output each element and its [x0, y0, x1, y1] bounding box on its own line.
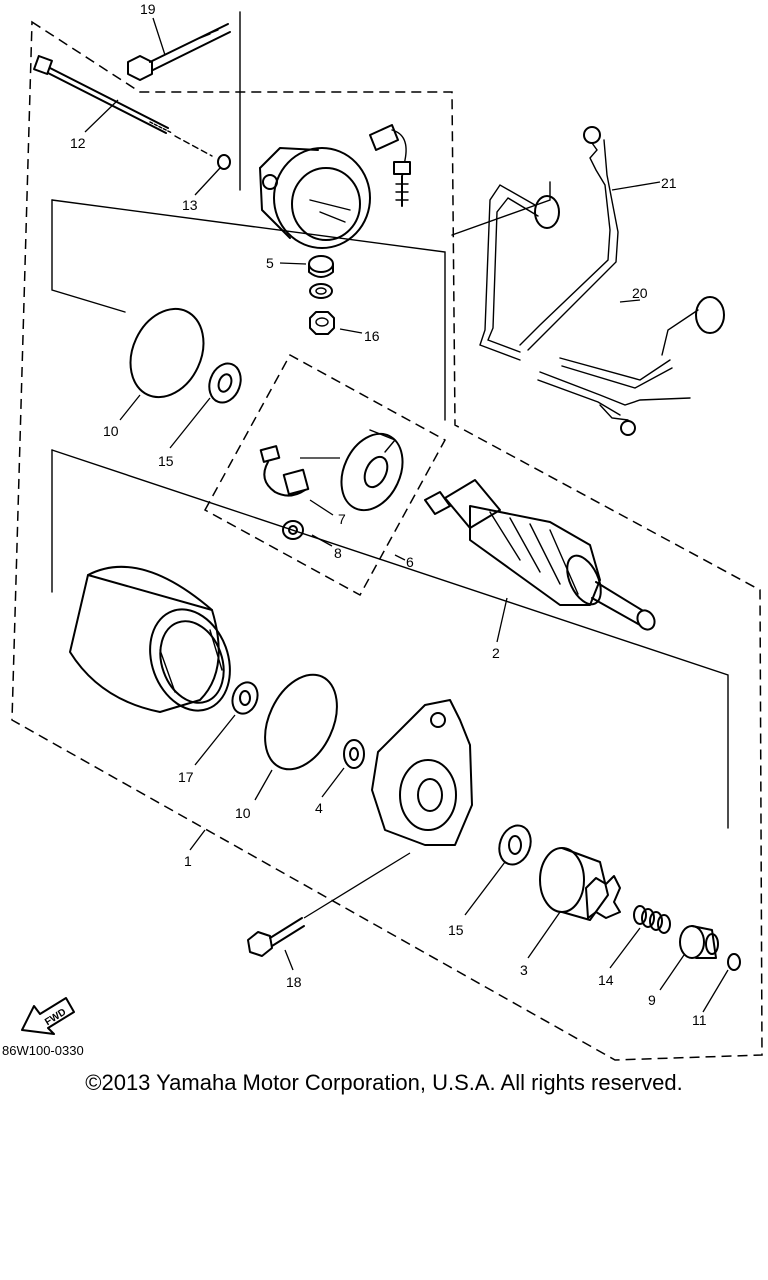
- fwd-arrow-icon: FWD: [21, 997, 75, 1035]
- o-ring-13: [217, 154, 231, 170]
- callout-7: 7: [338, 511, 346, 527]
- callout-13: 13: [182, 197, 198, 213]
- copyright-notice: ©2013 Yamaha Motor Corporation, U.S.A. A…: [85, 1070, 683, 1095]
- callout-3: 3: [520, 962, 528, 978]
- bolt-18: [247, 852, 411, 957]
- callout-19: 19: [140, 1, 156, 17]
- exploded-parts-diagram: 19 12 13 5 16 10 15 7 8 6 20 21 2 17 10 …: [11, 1, 763, 1061]
- assembly-outline: [11, 20, 763, 1061]
- washer-17: [231, 681, 259, 715]
- bearing-4: [343, 739, 365, 769]
- callout-21: 21: [661, 175, 677, 191]
- panel-lines: [51, 11, 729, 829]
- bolt-19: [127, 23, 231, 81]
- callout-5: 5: [266, 255, 274, 271]
- washer-15-lower: [498, 824, 532, 866]
- nut-washer-stack: [308, 255, 335, 335]
- armature-2: [424, 479, 656, 631]
- callout-20: 20: [632, 285, 648, 301]
- brush-7: [259, 445, 340, 497]
- callout-16: 16: [364, 328, 380, 344]
- spring-8: [282, 520, 304, 540]
- lead-wires: [479, 126, 725, 436]
- callout-17: 17: [178, 769, 194, 785]
- clip-11: [727, 953, 741, 971]
- rear-cover: [259, 124, 411, 249]
- callout-15-top: 15: [158, 453, 174, 469]
- callout-18: 18: [286, 974, 302, 990]
- callout-8: 8: [334, 545, 342, 561]
- callout-10-lower: 10: [235, 805, 251, 821]
- callout-9: 9: [648, 992, 656, 1008]
- callout-15-lower: 15: [448, 922, 464, 938]
- callout-12: 12: [70, 135, 86, 151]
- callout-1: 1: [184, 853, 192, 869]
- front-cover: [371, 699, 473, 846]
- drawing-code: 86W100-0330: [2, 1043, 84, 1058]
- callout-4: 4: [315, 800, 323, 816]
- yoke-housing: [69, 565, 231, 713]
- callout-leaders: [84, 17, 729, 1013]
- brush-plate: [340, 429, 404, 512]
- callout-14: 14: [598, 972, 614, 988]
- spring-14: [633, 905, 671, 934]
- washer-15-top: [208, 362, 242, 404]
- brush-set-box: [203, 353, 447, 597]
- o-ring-10-top: [129, 307, 205, 399]
- callout-10-top: 10: [103, 423, 119, 439]
- stopper-9: [679, 925, 719, 959]
- callout-11: 11: [692, 1012, 707, 1028]
- callout-2: 2: [492, 645, 500, 661]
- o-ring-10-lower: [264, 673, 338, 771]
- pinion-3: [539, 847, 621, 921]
- through-bolt-12: [33, 55, 213, 157]
- callout-6: 6: [406, 554, 414, 570]
